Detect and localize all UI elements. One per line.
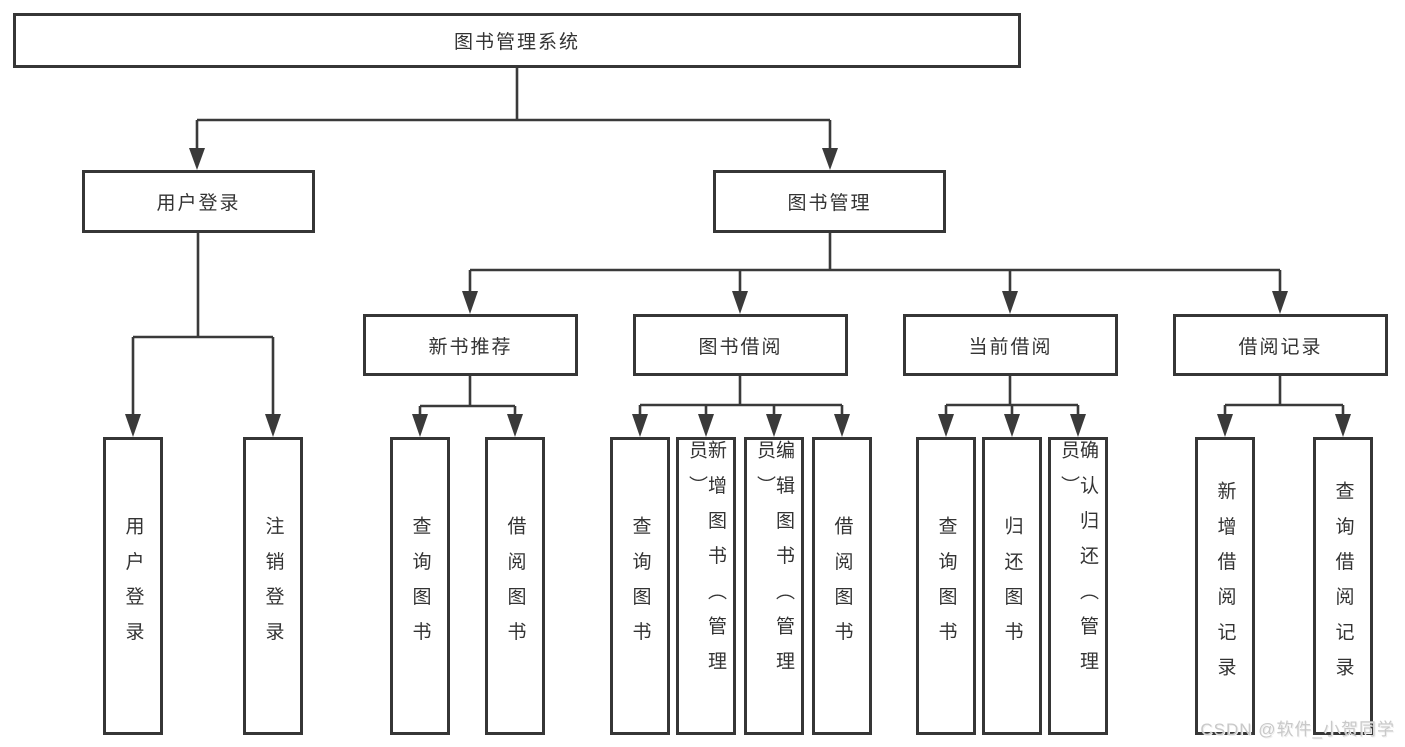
- arrowheads-borrow-children: [632, 414, 850, 437]
- leaf-query-borrow-record: 查询借阅记录: [1313, 437, 1373, 735]
- connector-login-split: [131, 233, 275, 416]
- leaf-recommend-borrow-books-label: 借阅图书: [504, 515, 526, 657]
- arrowheads-recommend-children: [412, 414, 523, 437]
- leaf-add-borrow-record-label: 新增借阅记录: [1214, 480, 1236, 692]
- node-book-borrow: 图书借阅: [633, 314, 848, 376]
- connector-root-to-level2: [195, 68, 832, 150]
- connector-records-split: [1223, 376, 1345, 416]
- node-new-book-recommend-label: 新书推荐: [428, 336, 513, 358]
- leaf-logout: 注销登录: [243, 437, 303, 735]
- leaf-recommend-query-books: 查询图书: [390, 437, 450, 735]
- leaf-borrow-books: 借阅图书: [812, 437, 872, 735]
- leaf-logout-label: 注销登录: [262, 515, 284, 657]
- arrowheads-level2: [189, 148, 838, 170]
- leaf-current-query-books-label: 查询图书: [935, 515, 957, 657]
- connector-recommend-split: [418, 376, 517, 416]
- leaf-user-login-label: 用户登录: [122, 515, 144, 657]
- node-borrow-records-label: 借阅记录: [1238, 336, 1323, 358]
- leaf-borrow-query-books: 查询图书: [610, 437, 670, 735]
- node-user-login-branch: 用户登录: [82, 170, 315, 233]
- arrowheads-level3: [462, 291, 1288, 314]
- leaf-add-borrow-record: 新增借阅记录: [1195, 437, 1255, 735]
- connector-borrow-split: [638, 376, 844, 416]
- leaf-add-books-admin: 新增图书（管理员）: [676, 437, 736, 735]
- node-root-system: 图书管理系统: [13, 13, 1021, 68]
- csdn-watermark: CSDN @软件_小贺同学: [1200, 720, 1395, 739]
- leaf-add-books-admin-label: 新增图书（管理员）: [686, 440, 726, 687]
- leaf-confirm-return-admin: 确认归还（管理员）: [1048, 437, 1108, 735]
- connector-management-split: [468, 233, 1282, 293]
- node-root-system-label: 图书管理系统: [453, 32, 580, 53]
- leaf-recommend-borrow-books: 借阅图书: [485, 437, 545, 735]
- leaf-return-books-label: 归还图书: [1001, 515, 1023, 657]
- leaf-borrow-books-label: 借阅图书: [831, 515, 853, 657]
- leaf-borrow-query-books-label: 查询图书: [629, 515, 651, 657]
- connector-current-split: [944, 376, 1080, 416]
- leaf-return-books: 归还图书: [982, 437, 1042, 735]
- arrowheads-current-children: [938, 414, 1086, 437]
- leaf-edit-books-admin: 编辑图书（管理员）: [744, 437, 804, 735]
- node-current-borrow: 当前借阅: [903, 314, 1118, 376]
- node-book-borrow-label: 图书借阅: [698, 336, 783, 358]
- leaf-current-query-books: 查询图书: [916, 437, 976, 735]
- node-user-login-branch-label: 用户登录: [156, 193, 241, 214]
- node-current-borrow-label: 当前借阅: [968, 336, 1053, 358]
- arrowheads-login-children: [125, 414, 281, 437]
- leaf-recommend-query-books-label: 查询图书: [409, 515, 431, 657]
- leaf-query-borrow-record-label: 查询借阅记录: [1332, 480, 1354, 692]
- arrowheads-records-children: [1217, 414, 1351, 437]
- node-new-book-recommend: 新书推荐: [363, 314, 578, 376]
- leaf-confirm-return-admin-label: 确认归还（管理员）: [1058, 440, 1098, 687]
- node-borrow-records: 借阅记录: [1173, 314, 1388, 376]
- node-book-management-branch: 图书管理: [713, 170, 946, 233]
- leaf-edit-books-admin-label: 编辑图书（管理员）: [754, 440, 794, 687]
- leaf-user-login: 用户登录: [103, 437, 163, 735]
- node-book-management-branch-label: 图书管理: [787, 193, 872, 214]
